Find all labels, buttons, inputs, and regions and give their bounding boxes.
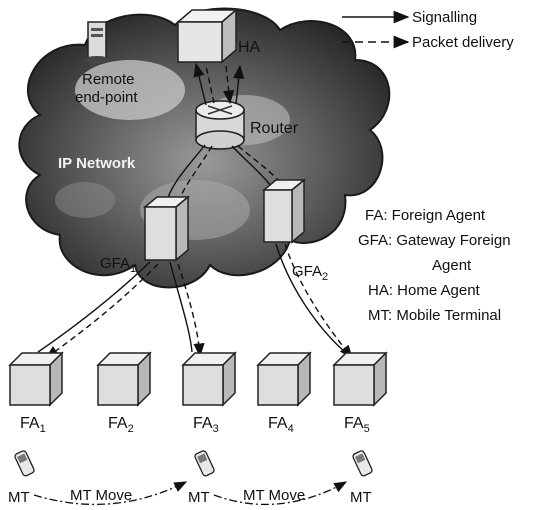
signalling-legend-label: Signalling [412,9,477,26]
router-icon [195,100,245,150]
glossary-gfa-line2: Agent [432,257,472,274]
fa4-label: FA4 [268,415,294,435]
packet-delivery-legend-label: Packet delivery [412,34,514,51]
mt-label-2: MT [188,489,210,506]
fa3-label: FA3 [193,415,219,435]
fa-paths [37,243,353,360]
gfa1-label: GFA1 [100,255,136,275]
mobile-phone-icon-3 [352,450,373,477]
mt-label-1: MT [8,489,30,506]
ha-label: HA [238,39,261,56]
mobile-phone-icon-1 [14,450,35,477]
remote-endpoint-label-line1: Remote [82,71,135,88]
gfa2-box [261,178,307,244]
mt-move-paths [33,481,348,506]
glossary-gfa-line1: GFA: Gateway Foreign [358,232,511,249]
gfa2-label: GFA2 [292,263,328,283]
fa2-box [96,351,152,407]
fa5-label: FA5 [344,415,370,435]
gfa1-box [142,195,191,262]
fa2-label: FA2 [108,415,134,435]
glossary-fa: FA: Foreign Agent [365,207,486,224]
legend: Signalling Packet delivery [342,9,514,51]
fa1-label: FA1 [20,415,46,435]
mt-move-label-1: MT Move [70,487,132,504]
mt-move-label-2: MT Move [243,487,305,504]
fa5-box [332,351,388,407]
glossary-mt: MT: Mobile Terminal [368,307,501,324]
fa1-box [8,351,64,407]
router-label: Router [250,120,299,137]
ip-network-label: IP Network [58,155,136,172]
remote-server-icon [84,21,110,64]
home-agent-box [175,8,239,64]
glossary-ha: HA: Home Agent [368,282,481,299]
fa3-box [181,351,237,407]
core-paths [193,62,245,106]
glossary: FA: Foreign Agent GFA: Gateway Foreign A… [358,207,511,324]
mt-label-3: MT [350,489,372,506]
fa4-box [256,351,312,407]
mobile-phone-icon-2 [194,450,215,477]
remote-endpoint-label-line2: end-point [75,89,138,106]
